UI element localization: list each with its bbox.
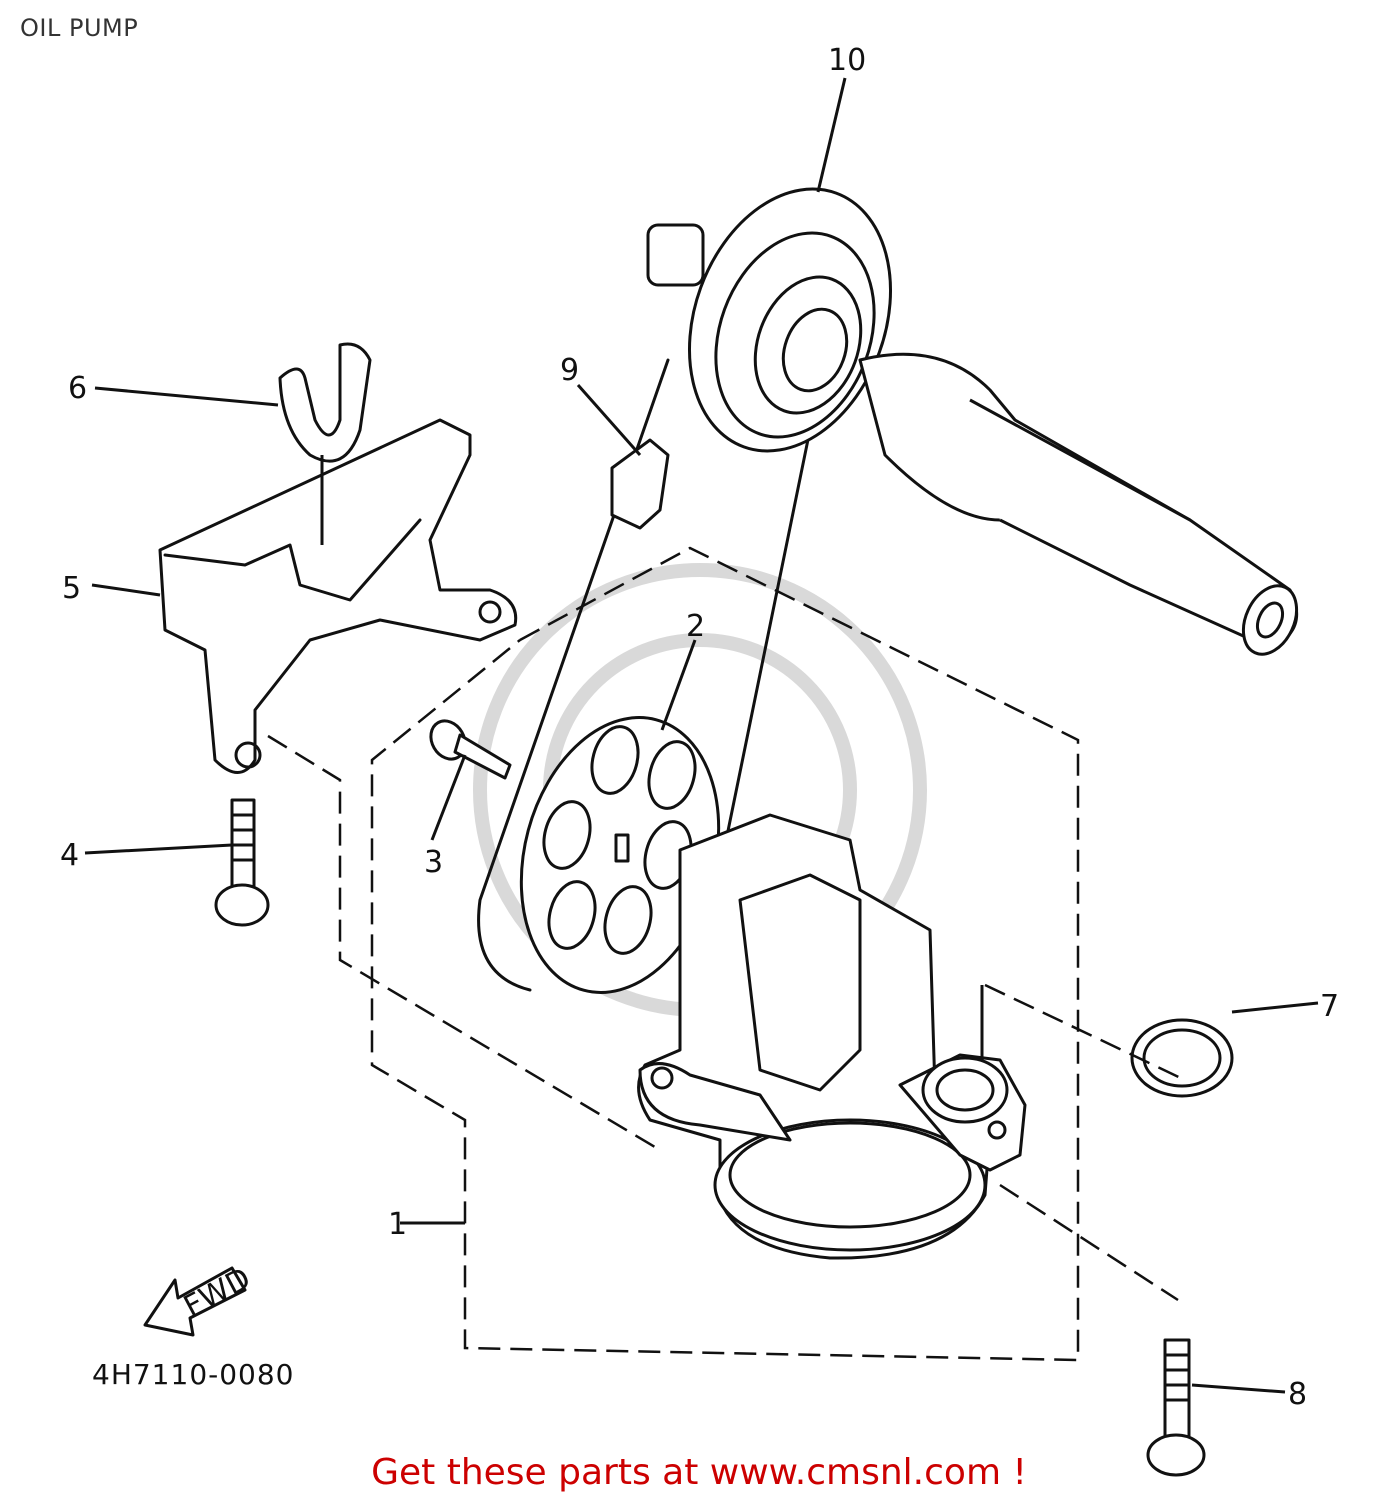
fwd-arrow-icon: FWD xyxy=(143,1261,257,1337)
diagram-code: 4H7110-0080 xyxy=(92,1358,295,1391)
assembly-boundary xyxy=(267,546,1186,1362)
pump-bolt-part xyxy=(1146,1338,1206,1477)
callout-numbers: 10 6 9 5 2 3 4 7 1 8 xyxy=(60,43,1339,1412)
callout-1: 1 xyxy=(388,1207,407,1242)
main-shaft-part xyxy=(858,352,1299,656)
footer-link-text[interactable]: Get these parts at www.cmsnl.com ! xyxy=(371,1452,1027,1493)
callout-3: 3 xyxy=(424,845,443,880)
callout-2: 2 xyxy=(686,609,705,644)
callout-leaders xyxy=(84,77,1319,1394)
o-ring-part xyxy=(1130,1018,1234,1098)
callout-4: 4 xyxy=(60,838,79,873)
callout-5: 5 xyxy=(62,571,81,606)
sprocket-bolt-part xyxy=(429,719,512,780)
callout-6: 6 xyxy=(68,371,87,406)
drive-chain xyxy=(477,358,814,992)
diagram-title: OIL PUMP xyxy=(20,14,139,42)
plate-bolt-part xyxy=(214,798,270,927)
guide-plate-part xyxy=(158,418,518,774)
damper-part xyxy=(278,342,372,463)
fwd-arrow-label: FWD xyxy=(178,1261,256,1325)
oil-pump-body-part xyxy=(637,813,1027,1260)
callout-7: 7 xyxy=(1320,989,1339,1024)
callout-10: 10 xyxy=(828,43,866,78)
callout-9: 9 xyxy=(560,353,579,388)
chain-joint-part xyxy=(610,438,670,530)
callout-8: 8 xyxy=(1288,1377,1307,1412)
drive-gear-part xyxy=(646,187,893,453)
